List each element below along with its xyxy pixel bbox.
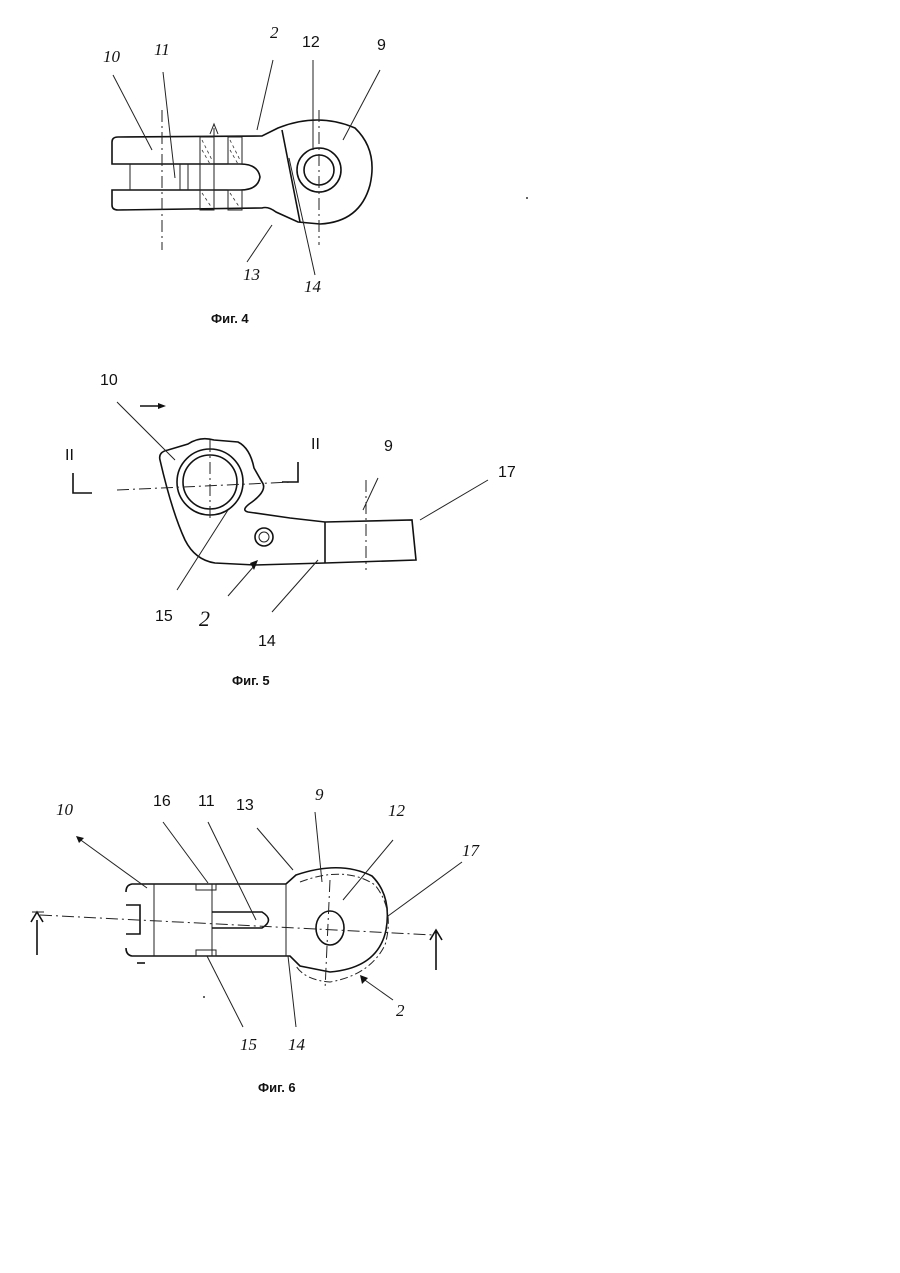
fig4-leaders xyxy=(113,60,380,275)
figure-5: 10 II II 9 17 15 2 14 Фиг. 5 xyxy=(65,372,516,688)
fig5-label-2: 2 xyxy=(199,606,210,631)
fig6-label-14: 14 xyxy=(288,1035,306,1054)
fig4-label-10: 10 xyxy=(103,47,121,66)
fig5-label-15: 15 xyxy=(155,608,173,625)
fig6-label-12: 12 xyxy=(388,801,406,820)
fig6-caption: Фиг. 6 xyxy=(258,1080,296,1095)
figure-6: 10 16 11 13 9 12 17 2 15 14 Фиг. 6 xyxy=(31,785,481,1095)
fig6-part-drawing xyxy=(31,868,442,998)
fig5-label-17: 17 xyxy=(498,464,516,481)
fig6-label-16: 16 xyxy=(153,793,171,810)
fig6-label-2: 2 xyxy=(396,1001,405,1020)
fig5-label-9: 9 xyxy=(384,438,393,455)
fig6-label-17: 17 xyxy=(462,841,481,860)
fig4-caption: Фиг. 4 xyxy=(211,311,249,326)
fig6-label-10: 10 xyxy=(56,800,74,819)
fig5-label-10: 10 xyxy=(100,372,118,389)
fig6-label-13: 13 xyxy=(236,797,254,814)
fig4-labels: 10 11 2 12 9 13 14 Фиг. 4 xyxy=(103,23,386,326)
fig4-label-14: 14 xyxy=(304,277,322,296)
fig4-part-drawing xyxy=(112,110,528,250)
fig6-label-15: 15 xyxy=(240,1035,257,1054)
fig4-label-11: 11 xyxy=(154,40,170,59)
fig5-caption: Фиг. 5 xyxy=(232,673,270,688)
fig5-section-left: II xyxy=(65,447,74,464)
fig5-label-14: 14 xyxy=(258,633,276,650)
fig4-label-9: 9 xyxy=(377,37,386,54)
fig4-label-2: 2 xyxy=(270,23,279,42)
fig4-label-13: 13 xyxy=(243,265,260,284)
fig6-labels: 10 16 11 13 9 12 17 2 15 14 Фиг. 6 xyxy=(56,785,481,1095)
fig6-label-9: 9 xyxy=(315,785,324,804)
fig6-label-11: 11 xyxy=(198,793,215,810)
fig5-labels: 10 II II 9 17 15 2 14 Фиг. 5 xyxy=(65,372,516,688)
fig4-label-12: 12 xyxy=(302,34,320,51)
figure-4: 10 11 2 12 9 13 14 Фиг. 4 xyxy=(103,23,528,326)
fig5-part-drawing xyxy=(73,403,416,570)
fig5-section-right: II xyxy=(311,436,320,453)
